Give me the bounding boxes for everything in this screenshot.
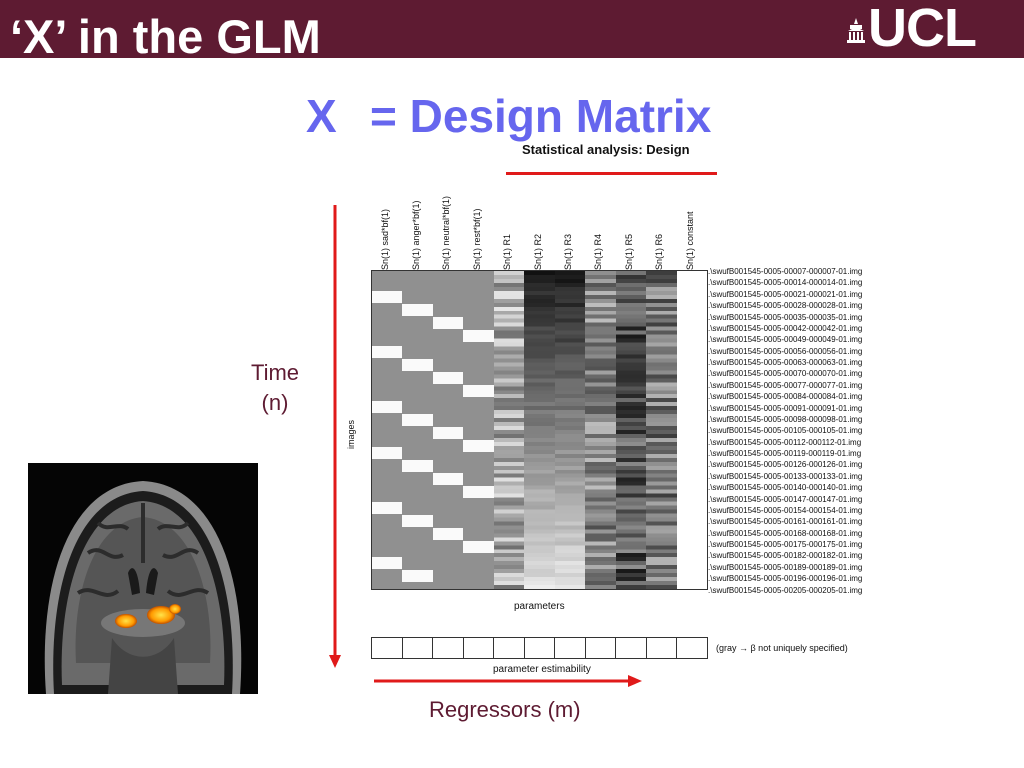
estimability-cell xyxy=(372,638,403,658)
row-label: .\swufB001545-0005-00042-000042-01.img xyxy=(708,323,863,333)
ucl-logo: UCL xyxy=(846,0,996,58)
row-label: .\swufB001545-0005-00112-000112-01.img xyxy=(708,437,862,447)
row-label: .\swufB001545-0005-00154-000154-01.img xyxy=(708,505,863,515)
time-label: Time (n) xyxy=(243,358,307,418)
estimability-cell xyxy=(616,638,647,658)
estimability-cell xyxy=(585,638,617,658)
column-label: Sn(1) R5 xyxy=(623,233,634,270)
subtitle-symbol: X xyxy=(306,90,337,142)
matrix-column xyxy=(676,271,707,589)
row-label: .\swufB001545-0005-00161-000161-01.img xyxy=(708,517,863,527)
row-label: .\swufB001545-0005-00140-000140-01.img xyxy=(708,483,863,493)
parameters-axis-label: parameters xyxy=(514,601,565,612)
estimability-cell xyxy=(524,638,556,658)
column-label: Sn(1) rest*bf(1) xyxy=(471,208,482,270)
subtitle-text: = Design Matrix xyxy=(370,90,712,142)
row-label: .\swufB001545-0005-00084-000084-01.img xyxy=(708,392,863,402)
row-label: .\swufB001545-0005-00049-000049-01.img xyxy=(708,335,863,345)
estimability-label: parameter estimability xyxy=(493,664,591,674)
column-label: Sn(1) constant xyxy=(684,211,695,270)
logo-text: UCL xyxy=(868,0,977,58)
row-label: .\swufB001545-0005-00196-000196-01.img xyxy=(708,574,863,584)
column-label: Sn(1) sad*bf(1) xyxy=(380,208,391,270)
row-label: .\swufB001545-0005-00077-000077-01.img xyxy=(708,380,863,390)
row-label: .\swufB001545-0005-00021-000021-01.img xyxy=(708,289,863,299)
regressors-label: Regressors (m) xyxy=(429,697,581,722)
column-label: Sn(1) R4 xyxy=(593,233,604,270)
row-label: .\swufB001545-0005-00168-000168-01.img xyxy=(708,528,863,538)
images-axis-label: images xyxy=(346,420,356,450)
row-label: .\swufB001545-0005-00133-000133-01.img xyxy=(708,471,863,481)
matrix-column xyxy=(463,271,494,589)
row-label: .\swufB001545-0005-00119-000119-01.img xyxy=(708,449,862,459)
estimability-cell xyxy=(433,638,464,658)
row-label: .\swufB001545-0005-00014-000014-01.img xyxy=(708,278,863,288)
matrix-column xyxy=(615,271,647,589)
estimability-cell xyxy=(646,638,678,658)
coronal-brain-scan-image xyxy=(28,463,258,694)
row-label: .\swufB001545-0005-00189-000189-01.img xyxy=(708,562,863,572)
figure-title: Statistical analysis: Design xyxy=(522,142,690,157)
matrix-column xyxy=(554,271,586,589)
parameter-estimability-bar xyxy=(371,637,708,659)
row-label: .\swufB001545-0005-00105-000105-01.img xyxy=(708,426,863,436)
row-label: .\swufB001545-0005-00070-000070-01.img xyxy=(708,369,863,379)
matrix-column xyxy=(432,271,464,589)
row-label: .\swufB001545-0005-00091-000091-01.img xyxy=(708,403,863,413)
row-label: .\swufB001545-0005-00126-000126-01.img xyxy=(708,460,863,470)
column-label: Sn(1) anger*bf(1) xyxy=(410,200,421,270)
column-label: Sn(1) neutral*bf(1) xyxy=(441,195,452,270)
estimability-cell xyxy=(555,638,586,658)
estimability-note: (gray → β not uniquely specified) xyxy=(716,643,848,653)
row-label: .\swufB001545-0005-00098-000098-01.img xyxy=(708,414,863,424)
row-label: .\swufB001545-0005-00028-000028-01.img xyxy=(708,301,863,311)
ucl-portico-icon xyxy=(847,18,865,43)
row-label: .\swufB001545-0005-00063-000063-01.img xyxy=(708,358,863,368)
matrix-column xyxy=(646,271,677,589)
row-label: .\swufB001545-0005-00007-000007-01.img xyxy=(708,267,863,276)
design-matrix xyxy=(371,270,708,590)
row-label: .\swufB001545-0005-00175-000175-01.img xyxy=(708,540,863,550)
slide-header: ‘X’ in the GLM UCL xyxy=(0,0,1024,58)
column-label: Sn(1) R3 xyxy=(562,233,573,270)
row-label: .\swufB001545-0005-00056-000056-01.img xyxy=(708,346,863,356)
column-label: Sn(1) R2 xyxy=(532,233,543,270)
matrix-column xyxy=(372,271,403,589)
estimability-cell xyxy=(677,638,708,658)
matrix-column xyxy=(585,271,616,589)
slide-subtitle: X = Design Matrix xyxy=(306,88,711,144)
estimability-cell xyxy=(402,638,434,658)
matrix-column xyxy=(402,271,433,589)
column-label: Sn(1) R1 xyxy=(502,233,513,270)
estimability-cell xyxy=(494,638,525,658)
row-label: .\swufB001545-0005-00182-000182-01.img xyxy=(708,551,863,561)
brain-scan-drawing xyxy=(44,481,242,694)
time-label-line2: (n) xyxy=(261,390,289,415)
column-label: Sn(1) R6 xyxy=(654,233,665,270)
row-label: .\swufB001545-0005-00205-000205-01.img xyxy=(708,585,863,595)
time-arrow xyxy=(329,205,341,668)
time-label-line1: Time xyxy=(250,360,300,385)
matrix-column xyxy=(493,271,525,589)
regressors-arrow xyxy=(374,675,642,687)
slide-title: ‘X’ in the GLM xyxy=(10,10,321,58)
row-label: .\swufB001545-0005-00147-000147-01.img xyxy=(708,494,863,504)
matrix-column xyxy=(524,271,555,589)
row-label: .\swufB001545-0005-00035-000035-01.img xyxy=(708,312,863,322)
estimability-cell xyxy=(463,638,495,658)
figure-title-underline xyxy=(506,172,717,175)
